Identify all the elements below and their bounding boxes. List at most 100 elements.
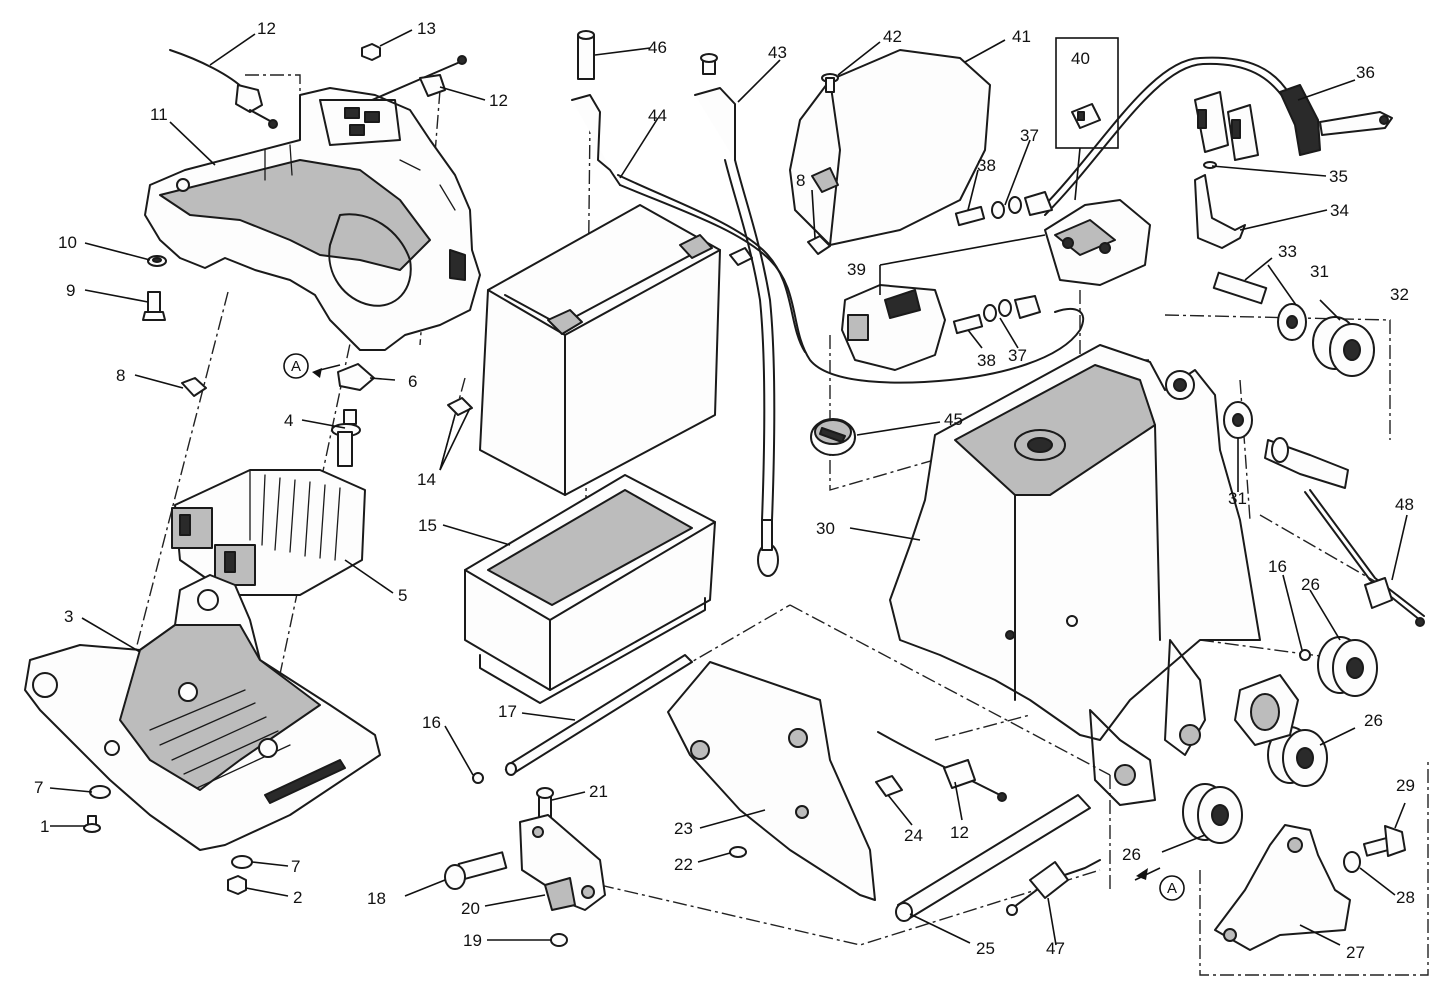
screw-38-lower bbox=[952, 313, 984, 335]
nut-19 bbox=[550, 933, 568, 947]
battery-pad-14a bbox=[447, 397, 473, 416]
callout-18: 18 bbox=[367, 889, 386, 908]
callout-21: 21 bbox=[589, 782, 608, 801]
clip-16-right bbox=[1299, 649, 1311, 661]
hose-clamp-47 bbox=[1006, 859, 1101, 916]
callout-12a: 12 bbox=[257, 19, 276, 38]
callout-5: 5 bbox=[398, 586, 407, 605]
grommet-45 bbox=[810, 418, 856, 456]
speed-nut-8-left bbox=[181, 377, 207, 397]
callout-41: 41 bbox=[1012, 27, 1031, 46]
rod-17 bbox=[505, 654, 693, 776]
callout-48: 48 bbox=[1395, 495, 1414, 514]
roller-26-top bbox=[1317, 636, 1378, 697]
callout-1: 1 bbox=[40, 817, 49, 836]
washer-7-right bbox=[231, 855, 253, 869]
callout-6: 6 bbox=[408, 372, 417, 391]
spacer-4 bbox=[331, 409, 361, 467]
callout-23: 23 bbox=[674, 819, 693, 838]
battery-cable-43 bbox=[694, 87, 779, 577]
callout-31a: 31 bbox=[1310, 262, 1329, 281]
callout-29: 29 bbox=[1396, 776, 1415, 795]
cable-tie-48 bbox=[1304, 489, 1425, 627]
callout-40: 40 bbox=[1071, 49, 1090, 68]
callout-20: 20 bbox=[461, 899, 480, 918]
callout-7b: 7 bbox=[291, 857, 300, 876]
svg-text:A: A bbox=[1167, 880, 1177, 897]
washer-31-lower bbox=[1223, 401, 1253, 439]
callout-12c: 12 bbox=[950, 823, 969, 842]
callout-16a: 16 bbox=[422, 713, 441, 732]
clip-24 bbox=[875, 775, 903, 797]
callout-8a: 8 bbox=[116, 366, 125, 385]
view-marker-a-upper: A bbox=[283, 353, 322, 379]
solenoid-relay bbox=[1044, 199, 1151, 286]
leader-lines bbox=[49, 29, 1408, 946]
screw-35 bbox=[1203, 161, 1217, 169]
bracket-34 bbox=[1194, 174, 1246, 249]
stud-31 bbox=[1264, 437, 1349, 489]
callout-17: 17 bbox=[498, 702, 517, 721]
callout-13: 13 bbox=[417, 19, 436, 38]
washer-10 bbox=[147, 255, 167, 267]
fuse-detail-frame bbox=[1055, 37, 1119, 201]
callout-9: 9 bbox=[66, 281, 75, 300]
cable-screw-43 bbox=[700, 53, 718, 75]
relay-housing-39 bbox=[841, 284, 946, 371]
hex-nut-13 bbox=[361, 43, 381, 61]
screw-1 bbox=[83, 815, 101, 833]
cable-tie-12-lower bbox=[877, 731, 1007, 802]
nut-2 bbox=[227, 875, 247, 895]
callout-16b: 16 bbox=[1268, 557, 1287, 576]
callout-7a: 7 bbox=[34, 778, 43, 797]
svg-text:A: A bbox=[291, 358, 301, 375]
washer-7-left bbox=[89, 785, 111, 799]
callout-37b: 37 bbox=[1008, 346, 1027, 365]
callout-31b: 31 bbox=[1228, 489, 1247, 508]
upper-electrical-tray bbox=[144, 87, 481, 351]
callout-38b: 38 bbox=[977, 351, 996, 370]
fuse-40 bbox=[1071, 103, 1101, 129]
callout-33: 33 bbox=[1278, 242, 1297, 261]
bracket-20 bbox=[519, 814, 606, 911]
terminal-bolt-46 bbox=[577, 30, 595, 80]
clip-6 bbox=[337, 363, 375, 391]
view-marker-a-lower: A bbox=[1136, 868, 1185, 901]
callout-11: 11 bbox=[150, 105, 168, 124]
plate-27 bbox=[1214, 824, 1351, 951]
callout-42: 42 bbox=[883, 27, 902, 46]
callout-32: 32 bbox=[1390, 285, 1409, 304]
cable-tie-upper-left bbox=[169, 49, 278, 129]
callout-37a: 37 bbox=[1020, 126, 1039, 145]
screw-38-upper bbox=[954, 205, 986, 227]
callout-45: 45 bbox=[944, 410, 963, 429]
callout-36: 36 bbox=[1356, 63, 1375, 82]
battery-carrier-30 bbox=[889, 344, 1261, 806]
cover-plate-23 bbox=[667, 661, 876, 901]
callout-19: 19 bbox=[463, 931, 482, 950]
washer-28 bbox=[1343, 851, 1361, 873]
callout-24: 24 bbox=[904, 826, 923, 845]
callout-34: 34 bbox=[1330, 201, 1349, 220]
bolt-29 bbox=[1362, 825, 1406, 857]
battery-cable-44 bbox=[571, 94, 1085, 384]
callout-8b: 8 bbox=[796, 171, 805, 190]
callout-14: 14 bbox=[417, 470, 436, 489]
callout-39: 39 bbox=[847, 260, 866, 279]
callout-4: 4 bbox=[284, 411, 293, 430]
grommet-32 bbox=[1312, 316, 1375, 377]
callout-35: 35 bbox=[1329, 167, 1348, 186]
callout-15: 15 bbox=[418, 516, 437, 535]
bolt-18 bbox=[444, 851, 508, 890]
washer-37-upper bbox=[991, 191, 1053, 219]
callout-25: 25 bbox=[976, 939, 995, 958]
relay-cover-41 bbox=[789, 49, 991, 246]
callout-10: 10 bbox=[58, 233, 77, 252]
starter-cable-36 bbox=[1039, 56, 1393, 216]
washer-37-lower bbox=[983, 295, 1041, 322]
callout-3: 3 bbox=[64, 607, 73, 626]
callout-30: 30 bbox=[816, 519, 835, 538]
cable-tie-upper-right bbox=[371, 55, 467, 101]
screw-22 bbox=[729, 846, 747, 858]
